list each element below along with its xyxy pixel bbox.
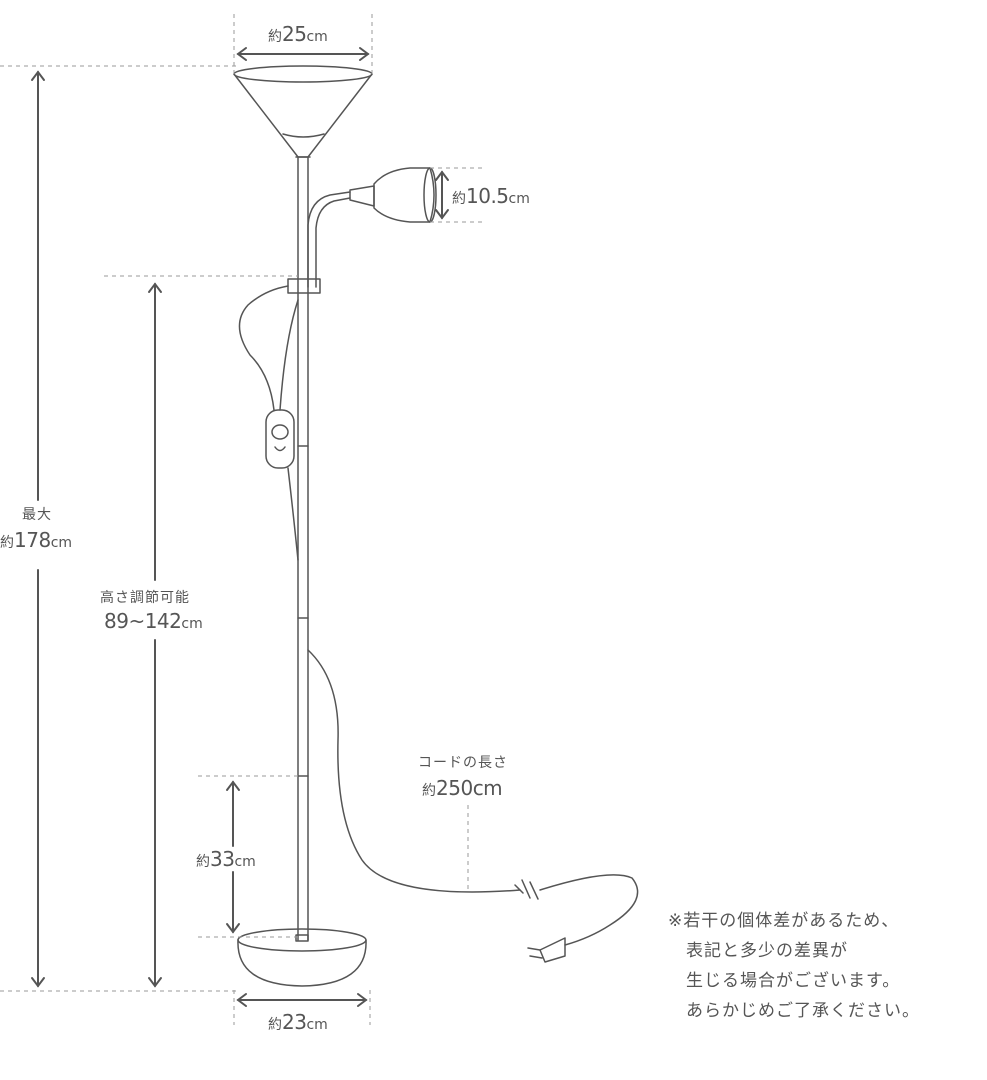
base xyxy=(237,928,367,987)
max-height-prefix: 約 xyxy=(0,535,14,551)
adjustable-label: 89~142cm xyxy=(104,611,203,631)
base-width-label: 約23cm xyxy=(268,1012,328,1032)
cord-prefix: 約 xyxy=(422,783,436,799)
spot-lamp xyxy=(287,167,437,294)
base-width-value: 23 xyxy=(282,1010,307,1034)
lower-height-prefix: 約 xyxy=(196,854,210,870)
power-cord xyxy=(307,649,639,963)
cord-unit: cm xyxy=(472,776,503,800)
cord-title: コードの長さ xyxy=(418,755,508,771)
lower-height-unit: cm xyxy=(234,854,256,870)
note-line: 生じる場合がございます。 xyxy=(686,971,901,991)
dimension-arrows xyxy=(31,47,449,1007)
cord-length-label: 約250cm xyxy=(422,776,503,800)
adjustable-value: 89~142 xyxy=(104,609,182,633)
spot-height-label: 約10.5cm xyxy=(452,186,530,206)
max-height-value: 178 xyxy=(14,528,51,552)
base-width-prefix: 約 xyxy=(268,1017,282,1033)
guide-lines xyxy=(0,14,485,1025)
adjustable-title: 高さ調節可能 xyxy=(100,590,190,606)
disclaimer-note: ※若干の個体差があるため、 表記と多少の差異が 生じる場合がございます。 あらか… xyxy=(668,906,920,1026)
base-width-unit: cm xyxy=(306,1017,328,1033)
spot-height-value: 10.5 xyxy=(466,184,509,208)
switch-cords xyxy=(238,285,299,561)
upper-shade xyxy=(233,65,373,158)
note-line: あらかじめご了承ください。 xyxy=(686,1001,920,1021)
spot-height-unit: cm xyxy=(508,191,530,207)
max-height-unit: cm xyxy=(50,535,73,551)
note-line: 表記と多少の差異が xyxy=(686,941,848,961)
pole xyxy=(297,156,309,941)
shade-width-value: 25 xyxy=(282,22,307,46)
lower-height-value: 33 xyxy=(210,847,235,871)
adjustable-unit: cm xyxy=(181,616,203,632)
max-height-title: 最大 xyxy=(22,507,52,523)
shade-width-unit: cm xyxy=(306,29,328,45)
cord-value: 250 xyxy=(436,776,473,800)
shade-width-prefix: 約 xyxy=(268,29,282,45)
lower-height-label: 約33cm xyxy=(196,849,256,869)
max-height-label: 約178cm xyxy=(0,530,72,550)
note-line: ※若干の個体差があるため、 xyxy=(668,911,900,931)
spot-height-prefix: 約 xyxy=(452,191,466,207)
shade-width-label: 約25cm xyxy=(268,24,328,44)
